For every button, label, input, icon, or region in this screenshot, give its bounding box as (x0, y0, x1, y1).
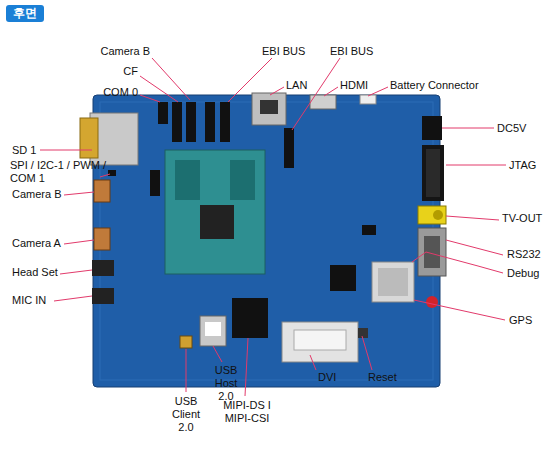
callout-label: RS232 (507, 248, 541, 261)
callout-label: Camera A (12, 237, 61, 250)
callout-label: JTAG (509, 159, 536, 172)
callout-label: Debug (507, 267, 539, 280)
callout-label: DVI (318, 371, 336, 384)
callout-label: USB Client 2.0 (163, 395, 209, 434)
callout-label: HDMI (340, 79, 368, 92)
callout-label: DC5V (497, 122, 526, 135)
callout-label: Head Set (12, 266, 58, 279)
callout-label: LAN (286, 79, 307, 92)
callout-label: Camera B (100, 45, 150, 58)
callout-label: SD 1 (12, 144, 36, 157)
callout-label: SPI / I2C-1 / PWM / COM 1 (10, 159, 110, 185)
callout-label: EBI BUS (262, 45, 305, 58)
callout-label: MIC IN (12, 294, 46, 307)
callout-label: Battery Connector (390, 79, 479, 92)
callout-label: EBI BUS (330, 45, 373, 58)
callout-label: COM 0 (103, 86, 138, 99)
callout-label: Camera B (12, 188, 62, 201)
callout-label: GPS (509, 314, 532, 327)
callout-label: USB Host 2.0 (206, 364, 246, 403)
callout-label: TV-OUT (502, 212, 542, 225)
callout-label: CF (123, 65, 138, 78)
callout-label: Reset (368, 371, 397, 384)
callout-label: MIPI-DS I MIPI-CSI (217, 399, 277, 425)
title-badge: 후면 (6, 5, 44, 22)
